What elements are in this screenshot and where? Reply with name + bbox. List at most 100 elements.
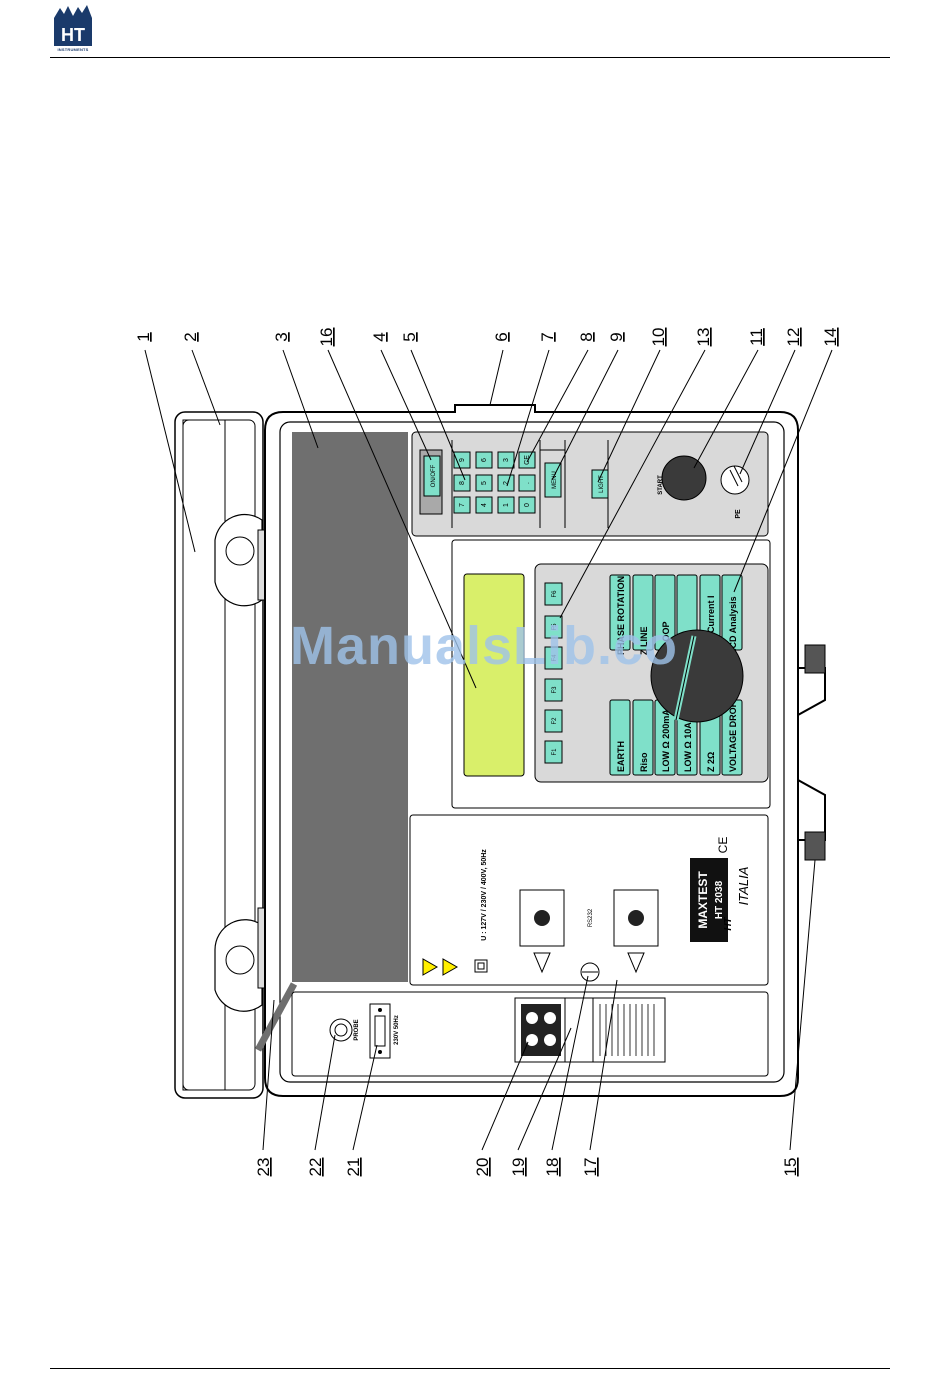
maker-mark: HT [723,916,734,930]
lid-strap [254,982,298,1052]
svg-text:Z LOOP: Z LOOP [661,622,671,656]
supply-label: 230V 50Hz [394,1015,400,1045]
svg-text:F5: F5 [552,623,558,631]
key-6[interactable]: 6 [475,451,493,469]
callout-4: 4 [370,332,389,341]
light-button[interactable]: LIGHT [591,469,609,499]
svg-text:F1: F1 [552,748,558,756]
probe-socket[interactable] [329,1018,353,1042]
svg-text:9: 9 [459,458,466,462]
function-key-f6[interactable]: F6 [544,582,563,606]
key-0[interactable]: 0 [518,496,536,514]
callout-3: 3 [272,332,291,341]
ht-logo-icon: HT [54,5,92,46]
start-button[interactable] [661,455,707,501]
svg-text:LOW Ω 200mA: LOW Ω 200mA [661,709,671,772]
function-keys: F1 F2 F3 F4 F5 F6 [544,582,563,764]
svg-text:2: 2 [503,481,510,485]
selector-position-2[interactable]: LOW Ω 200mA [654,699,676,776]
key-5[interactable]: 5 [475,474,493,492]
screw [580,962,600,982]
svg-text:8: 8 [459,481,466,485]
header-rule [50,57,890,58]
svg-text:Z LINE: Z LINE [639,627,649,656]
connector-port-top [519,889,565,974]
function-key-f5[interactable]: F5 [544,615,563,639]
menu-button[interactable]: MENU [544,462,562,498]
selector-position-r0[interactable]: PHASE ROTATION [609,574,631,655]
svg-text:HT 2038: HT 2038 [714,880,725,919]
terminal-cover-slider[interactable] [564,997,666,1063]
function-key-f1[interactable]: F1 [544,740,563,764]
callout-9: 9 [607,332,626,341]
callout-20: 20 [473,1158,492,1177]
lcd-display [463,573,525,777]
ce-mark: CE [716,837,730,854]
rotary-selector[interactable] [650,629,744,723]
callout-21: 21 [344,1158,363,1177]
key-2[interactable]: 2 [497,474,515,492]
svg-text:LOW Ω 10A: LOW Ω 10A [683,722,693,772]
watermark: ManualsLib.co [290,616,679,676]
input-terminal-block[interactable] [514,997,566,1063]
logo-letters: HT [61,25,85,45]
key-4[interactable]: 4 [475,496,493,514]
svg-text:CE: CE [524,455,531,465]
numeric-keypad: 7 8 9 4 5 6 1 2 3 0. CE [453,451,536,514]
selector-position-1[interactable]: Riso [632,699,654,776]
key-7[interactable]: 7 [453,496,471,514]
logo-tagline: INSTRUMENTS [57,47,89,52]
callout-23: 23 [254,1158,273,1177]
callout-leaders [144,349,833,1151]
svg-text:F2: F2 [552,717,558,725]
svg-text:MAXTEST: MAXTEST [696,871,710,929]
function-key-f2[interactable]: F2 [544,709,563,733]
svg-text:0: 0 [524,503,531,507]
pe-touch-contact[interactable] [720,465,750,495]
carry-handle[interactable] [797,644,826,861]
callout-5: 5 [400,332,419,341]
country-mark: ITALIA [736,867,751,906]
start-label: START [658,475,664,495]
callout-8: 8 [577,332,596,341]
svg-text:1: 1 [503,503,510,507]
key-1[interactable]: 1 [497,496,515,514]
svg-text:6: 6 [481,458,488,462]
callout-16: 16 [317,328,336,347]
callout-18: 18 [543,1158,562,1177]
svg-text:3: 3 [503,458,510,462]
function-key-f4[interactable]: F4 [544,646,563,670]
svg-text:Z 2Ω: Z 2Ω [706,752,716,772]
connector-port-bottom [613,889,659,974]
rating-text: U : 127V / 230V / 400V, 50Hz [481,849,488,941]
power-button[interactable]: ON/OFF [423,455,441,497]
callout-14: 14 [821,328,840,347]
callout-2: 2 [181,332,200,341]
callout-22: 22 [306,1158,325,1177]
callout-12: 12 [784,328,803,347]
display-cover-strip [292,432,408,982]
callout-11: 11 [747,328,766,346]
model-plate: MAXTEST HT 2038 [690,858,728,942]
svg-text:EARTH: EARTH [616,741,626,772]
svg-text:LIGHT: LIGHT [599,475,605,493]
selector-position-r1[interactable]: Z LINE [632,574,654,656]
svg-text:7: 7 [459,503,466,507]
selector-position-0[interactable]: EARTH [609,699,631,776]
function-key-f3[interactable]: F3 [544,678,563,702]
callout-10: 10 [649,328,668,347]
key-3[interactable]: 3 [497,451,515,469]
svg-text:PHASE ROTATION: PHASE ROTATION [616,576,626,655]
svg-text:F3: F3 [552,686,558,694]
callout-15: 15 [781,1158,800,1177]
key-dot[interactable]: . [518,474,536,492]
callout-19: 19 [509,1158,528,1177]
key-ce[interactable]: CE [518,451,536,469]
svg-text:VOLTAGE DROP: VOLTAGE DROP [728,701,738,772]
pe-label: PE [735,509,742,519]
callout-1: 1 [134,332,153,341]
supply-socket[interactable] [369,1003,391,1059]
key-8[interactable]: 8 [453,474,471,492]
